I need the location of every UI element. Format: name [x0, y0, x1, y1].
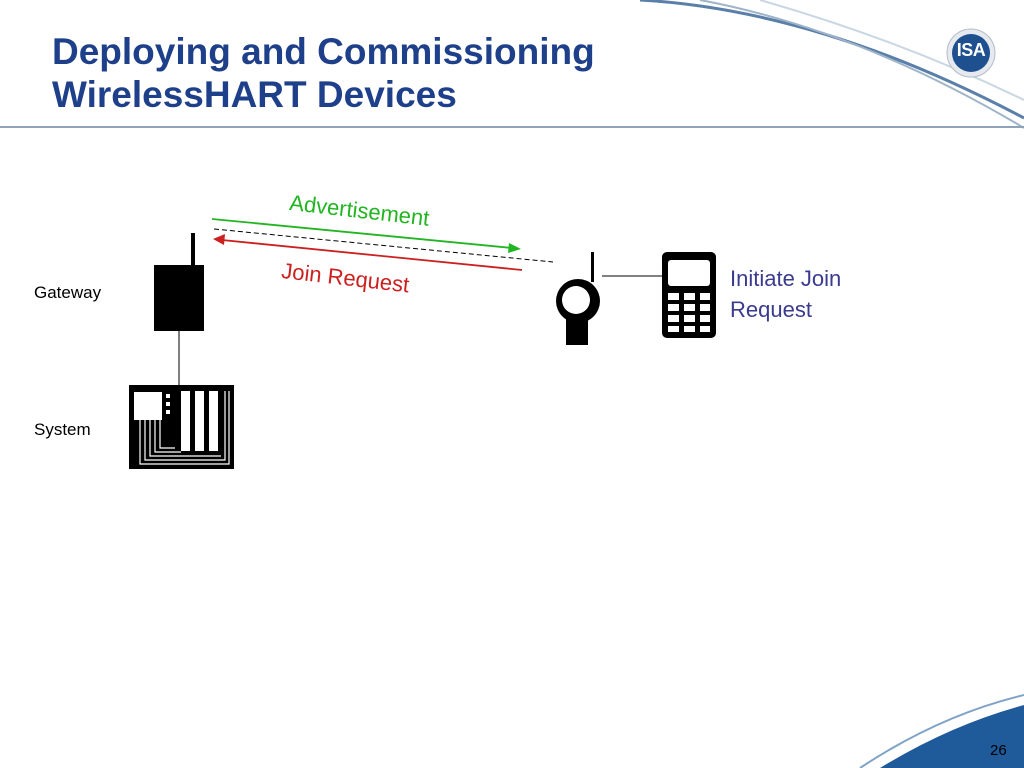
advertisement-arrow [211, 218, 521, 253]
wireless-link-dashed [213, 228, 554, 263]
field-device-antenna [591, 252, 594, 282]
slide-title: Deploying and Commissioning WirelessHART… [52, 30, 595, 116]
bottom-swoosh [880, 705, 1024, 768]
join-request-arrow [213, 234, 523, 271]
handheld-communicator-icon [662, 252, 716, 338]
field-device-icon [556, 252, 600, 345]
isa-logo [946, 28, 996, 78]
header-divider [0, 126, 1024, 128]
bottom-swoosh-light [859, 694, 1024, 768]
system-controller-icon [129, 385, 234, 469]
title-line-1: Deploying and Commissioning [52, 31, 595, 72]
top-swoosh-curve-3 [759, 0, 1024, 101]
page-number: 26 [990, 742, 1007, 759]
title-line-2: WirelessHART Devices [52, 74, 457, 115]
isa-logo-text: ISA [956, 40, 986, 60]
gateway-icon [154, 233, 204, 331]
gateway-body [154, 265, 204, 331]
top-swoosh-curve-2 [699, 0, 1024, 129]
initiate-join-label: Initiate Join Request [730, 266, 842, 322]
gateway-antenna [191, 233, 195, 267]
gateway-label: Gateway [34, 283, 102, 302]
system-label: System [34, 420, 91, 439]
